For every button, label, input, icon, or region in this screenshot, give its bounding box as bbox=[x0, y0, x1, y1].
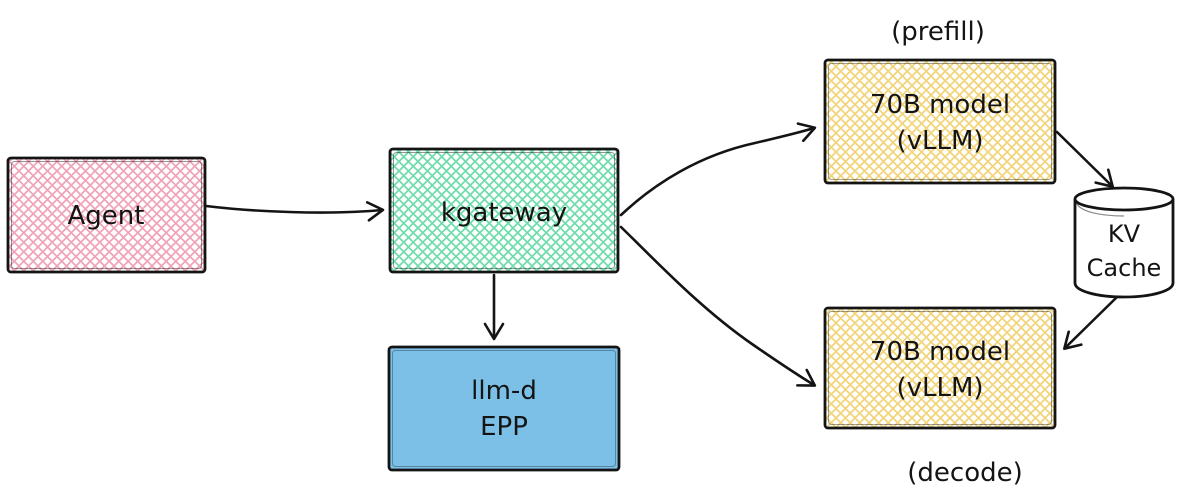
kv-cache-label-line2: Cache bbox=[1087, 254, 1162, 282]
edge-kgateway-to-prefill bbox=[619, 122, 817, 217]
kv-cache-cylinder-top bbox=[1073, 186, 1175, 212]
llmd-epp-node: llm-d EPP bbox=[387, 345, 621, 472]
prefill-model-box-sketch-stroke bbox=[828, 63, 1052, 180]
edge-kgateway-to-decode bbox=[619, 225, 817, 387]
decode-model-label-line1: 70B model bbox=[870, 337, 1010, 367]
decode-annotation: (decode) bbox=[907, 458, 1023, 488]
prefill-model-node: (prefill) 70B model (vLLM) bbox=[823, 17, 1057, 185]
llmd-epp-box-sketch-stroke bbox=[392, 350, 616, 467]
llmd-epp-label-line1: llm-d bbox=[471, 376, 537, 406]
edge-agent-to-kgateway bbox=[204, 201, 385, 222]
prefill-annotation: (prefill) bbox=[891, 17, 985, 47]
kgateway-box-sketch-stroke bbox=[393, 152, 615, 269]
decode-model-node: 70B model (vLLM) (decode) bbox=[823, 306, 1057, 488]
llmd-epp-box bbox=[387, 345, 621, 472]
kv-cache-node: KV Cache bbox=[1073, 186, 1175, 299]
kv-cache-cylinder-sketch-stroke bbox=[1075, 202, 1125, 217]
decode-model-label-line2: (vLLM) bbox=[896, 373, 983, 403]
kgateway-label: kgateway bbox=[441, 198, 567, 228]
prefill-model-box bbox=[823, 58, 1057, 185]
decode-model-box bbox=[823, 306, 1057, 430]
edges bbox=[204, 122, 1119, 387]
agent-box bbox=[6, 156, 207, 274]
kgateway-box bbox=[388, 147, 620, 274]
agent-label: Agent bbox=[68, 201, 145, 231]
llmd-epp-label-line2: EPP bbox=[480, 412, 528, 442]
agent-node: Agent bbox=[6, 156, 207, 274]
agent-box-sketch-stroke bbox=[11, 161, 202, 269]
kv-cache-label-line1: KV bbox=[1108, 220, 1141, 248]
kv-cache-cylinder-body bbox=[1073, 199, 1175, 299]
decode-model-box-sketch-stroke bbox=[828, 311, 1052, 425]
edge-prefill-to-kvcache bbox=[1055, 130, 1115, 189]
prefill-model-label-line2: (vLLM) bbox=[896, 126, 983, 156]
edge-kvcache-to-decode bbox=[1062, 295, 1119, 351]
prefill-model-label-line1: 70B model bbox=[870, 90, 1010, 120]
kgateway-node: kgateway bbox=[388, 147, 620, 274]
